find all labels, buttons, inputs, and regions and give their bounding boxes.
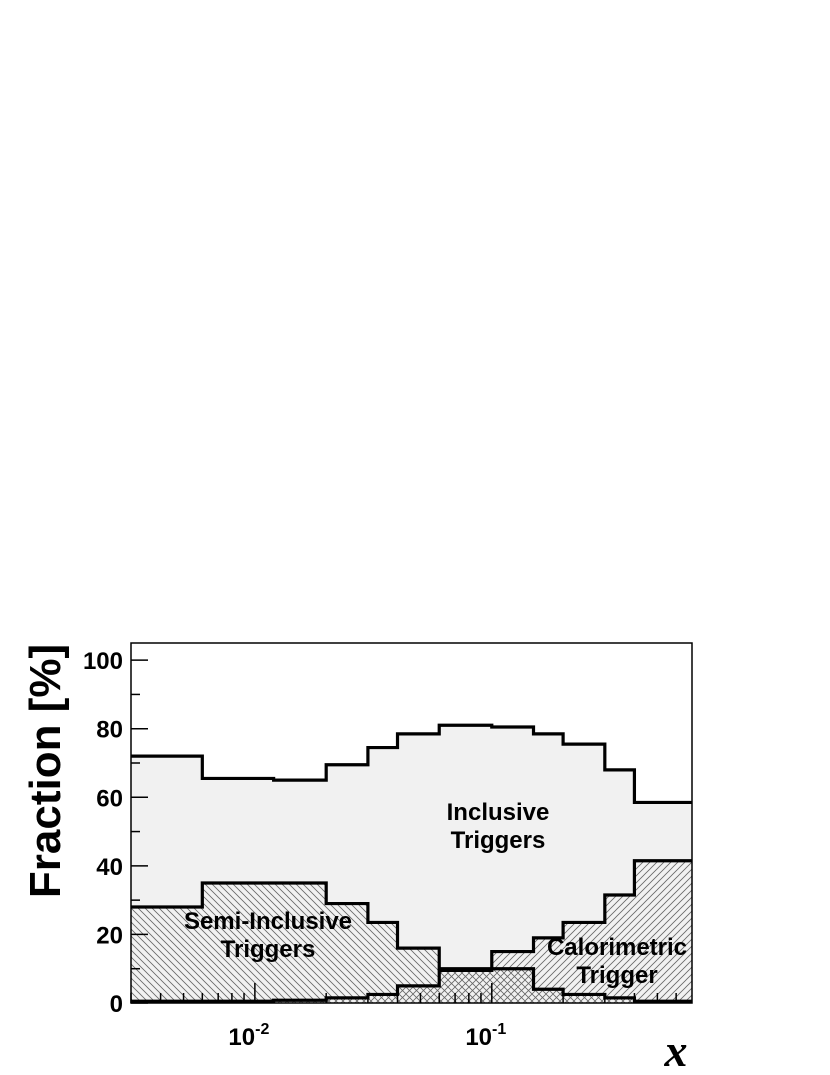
y-tick-label: 80 (96, 717, 123, 744)
series-label: Inclusive (447, 799, 550, 826)
series-label: Trigger (576, 962, 657, 989)
calorimetric-trigger-line (131, 859, 692, 1003)
series-label: Calorimetric (547, 934, 687, 961)
calorimetric-trigger-fill (131, 860, 692, 1003)
y-axis-label: Fraction [%] (21, 644, 70, 898)
x-tick-label: 10-1 (465, 1021, 506, 1051)
x-axis-ticks (130, 983, 677, 1003)
series-label: Semi-Inclusive (184, 908, 352, 935)
x-axis-tick-labels: 10-2 10-1 (228, 1021, 506, 1051)
plot-frame (130, 642, 693, 1004)
y-tick-label: 60 (96, 785, 123, 812)
y-tick-label: 20 (96, 922, 123, 949)
inclusive-triggers-line (131, 723, 692, 805)
series-label: Triggers (221, 936, 316, 963)
y-tick-label: 0 (110, 991, 123, 1018)
y-axis-tick-labels: 0 20 40 60 80 100 (83, 648, 123, 1018)
y-tick-label: 100 (83, 648, 123, 675)
x-tick-label: 10-2 (228, 1021, 269, 1051)
y-tick-label: 40 (96, 854, 123, 881)
x-axis-label: x (664, 1025, 688, 1075)
y-axis-ticks (131, 659, 148, 1004)
series-label: Triggers (451, 827, 546, 854)
semi-inclusive-triggers-fill (131, 883, 692, 1003)
